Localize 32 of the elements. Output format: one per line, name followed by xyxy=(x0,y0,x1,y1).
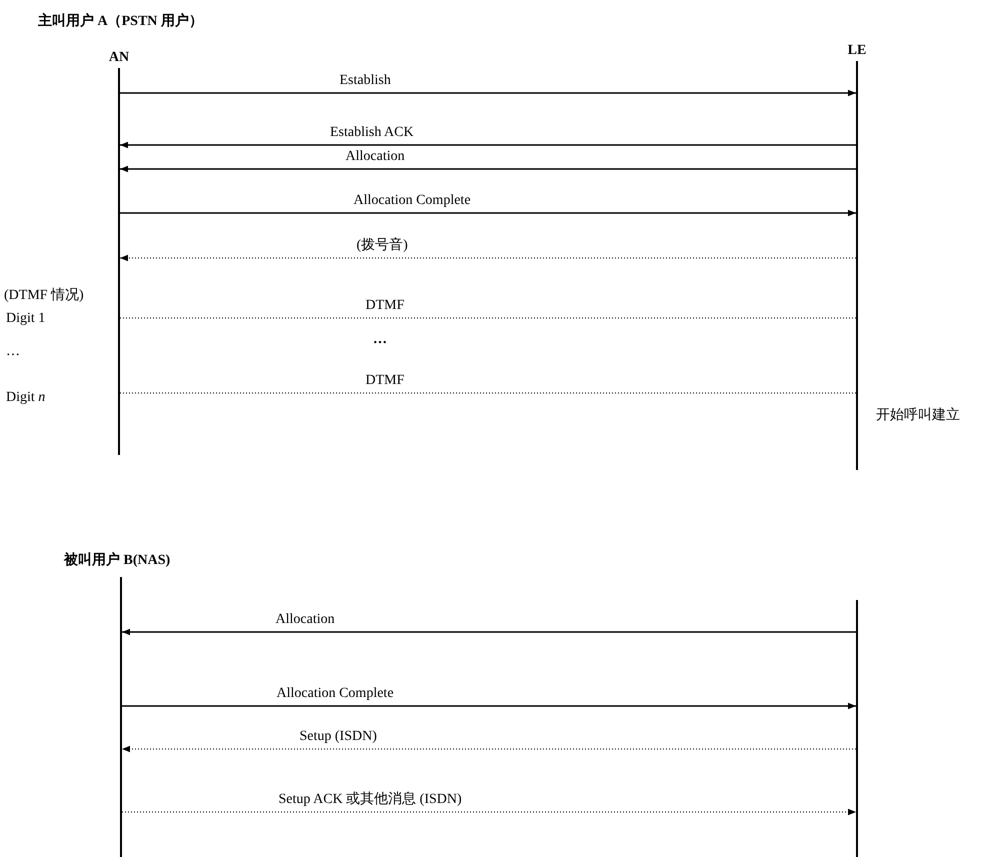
message-arrow xyxy=(120,90,856,96)
note-text: Digit n xyxy=(6,390,46,406)
message-arrow xyxy=(122,702,856,710)
lifeline-label: LE xyxy=(846,43,868,59)
note-text: Digit 1 xyxy=(6,311,46,327)
note-text: … xyxy=(373,332,387,348)
lifeline-label: AN xyxy=(108,50,130,66)
message-arrow xyxy=(122,628,856,636)
section-heading: 被叫用户 B(NAS) xyxy=(64,553,170,569)
message-arrow xyxy=(120,166,856,172)
note-text: 开始呼叫建立 xyxy=(876,408,960,424)
message-label: Setup (ISDN) xyxy=(300,729,377,745)
section-heading: 主叫用户 A（PSTN 用户） xyxy=(38,14,203,30)
message-arrow xyxy=(122,808,856,816)
lifeline xyxy=(120,577,122,857)
message-label: Allocation xyxy=(346,149,405,165)
message-label: Establish xyxy=(340,73,391,89)
note-text: … xyxy=(6,344,20,360)
message-label: Allocation xyxy=(276,612,335,628)
message-label: Allocation Complete xyxy=(276,686,394,702)
message-arrow xyxy=(120,254,856,262)
message-label: DTMF xyxy=(366,373,404,389)
message-label: Setup ACK 或其他消息 (ISDN) xyxy=(278,792,462,808)
message-label: DTMF xyxy=(366,298,404,314)
message-arrow xyxy=(120,142,856,148)
message-arrow xyxy=(122,746,856,752)
message-label: Establish ACK xyxy=(330,125,414,141)
message-arrow xyxy=(120,210,856,216)
lifeline xyxy=(856,600,858,857)
message-label: (拨号音) xyxy=(356,238,408,254)
message-label: Allocation Complete xyxy=(354,193,471,209)
note-text: (DTMF 情况) xyxy=(4,288,84,304)
